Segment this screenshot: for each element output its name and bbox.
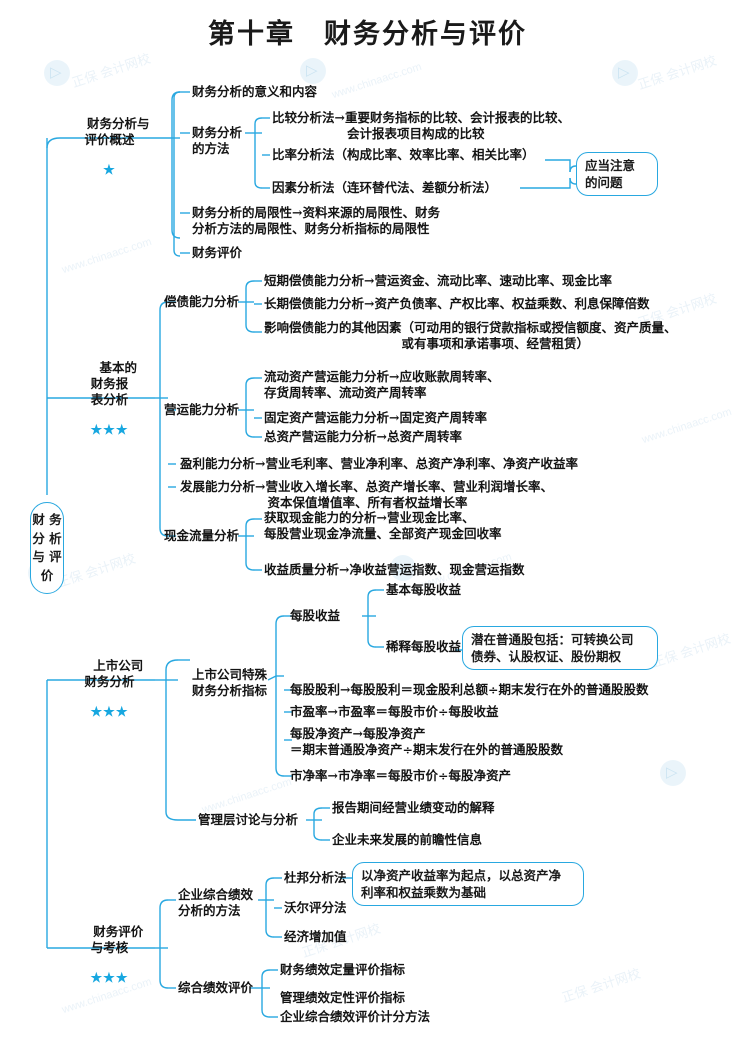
node-comparative-method: 比较分析法→重要财务指标的比较、会计报表的比较、 会计报表项目构成的比较 bbox=[272, 110, 570, 141]
node-listed-indicators-label: 上市公司特殊 财务分析指标 bbox=[192, 667, 268, 698]
node-development-capacity: 发展能力分析→营业收入增长率、总资产增长率、营业利润增长率、 资本保值增值率、所… bbox=[180, 479, 553, 510]
node-performance-methods-label: 企业综合绩效 分析的方法 bbox=[178, 887, 254, 918]
node-dividend-per-share: 每股股利→每股股利＝现金股利总额÷期末发行在外的普通股股数 bbox=[290, 682, 649, 697]
node-eps-label: 每股收益 bbox=[290, 608, 341, 623]
branch-label-evaluation: 财务评价 与考核 ★★★ bbox=[62, 908, 157, 1017]
branch-basic-text: 基本的 财务报 表分析 bbox=[90, 360, 137, 407]
node-profitability: 盈利能力分析→营业毛利率、营业净利率、总资产净利率、净资产收益率 bbox=[180, 456, 578, 471]
root-node: 财 务 分 析 与 评 价 bbox=[30, 502, 64, 594]
branch-evaluation-stars: ★★★ bbox=[90, 971, 129, 986]
watermark-text: 正保 会计网校 bbox=[54, 550, 138, 591]
node-ratio-method: 比率分析法（构成比率、效率比率、相关比率） bbox=[272, 147, 535, 162]
branch-label-basic: 基本的 财务报 表分析 ★★★ bbox=[62, 344, 157, 469]
branch-label-listed: 上市公司 财务分析 ★★★ bbox=[62, 642, 157, 751]
node-other-solvency-factors: 影响偿债能力的其他因素（可动用的银行贷款指标或授信额度、资产质量、 或有事项和承… bbox=[264, 320, 677, 351]
node-wall-scoring: 沃尔评分法 bbox=[284, 900, 347, 915]
node-fixed-asset-operating: 固定资产营运能力分析→固定资产周转率 bbox=[264, 410, 487, 425]
node-mda-forward-looking: 企业未来发展的前瞻性信息 bbox=[332, 832, 483, 847]
watermark-text: 正保 会计网校 bbox=[69, 50, 153, 91]
watermark-logo bbox=[660, 760, 686, 786]
node-current-asset-operating: 流动资产营运能力分析→应收账款周转率、 存货周转率、流动资产周转率 bbox=[264, 369, 500, 400]
note-box-dupont: 以净资产收益率为起点，以总资产净 利率和权益乘数为基础 bbox=[352, 862, 584, 906]
node-scoring-method: 企业综合绩效评价计分方法 bbox=[280, 1009, 431, 1024]
watermark-logo bbox=[300, 58, 326, 84]
watermark-logo bbox=[44, 60, 70, 86]
node-dupont-method: 杜邦分析法 bbox=[284, 870, 347, 885]
node-economic-value-added: 经济增加值 bbox=[284, 929, 347, 944]
watermark-text: 正保 会计网校 bbox=[649, 630, 733, 671]
node-factor-method: 因素分析法（连环替代法、差额分析法） bbox=[272, 180, 498, 195]
node-limitations: 财务分析的局限性→资料来源的局限性、财务 分析方法的局限性、财务分析指标的局限性 bbox=[192, 205, 440, 236]
branch-basic-stars: ★★★ bbox=[90, 423, 129, 438]
node-operating-label: 营运能力分析 bbox=[164, 402, 240, 417]
node-pb-ratio: 市净率→市净率＝每股市价÷每股净资产 bbox=[290, 768, 511, 783]
watermark-text: www.chinaacc.com bbox=[60, 235, 154, 277]
node-meaning-content: 财务分析的意义和内容 bbox=[192, 84, 318, 99]
watermark-text: 正保 会计网校 bbox=[559, 965, 643, 1006]
node-comprehensive-eval-label: 综合绩效评价 bbox=[178, 980, 254, 995]
watermark-text: 正保 会计网校 bbox=[635, 52, 719, 93]
node-cash-acquisition: 获取现金能力的分析→营业现金比率、 每股营业现金净流量、全部资产现金回收率 bbox=[264, 510, 502, 541]
node-basic-eps: 基本每股收益 bbox=[386, 582, 462, 597]
node-short-term-solvency: 短期偿债能力分析→营运资金、流动比率、速动比率、现金比率 bbox=[264, 273, 612, 288]
node-long-term-solvency: 长期偿债能力分析→资产负债率、产权比率、权益乘数、利息保障倍数 bbox=[264, 296, 650, 311]
node-mgmt-qual-indicators: 管理绩效定性评价指标 bbox=[280, 990, 406, 1005]
node-solvency-label: 偿债能力分析 bbox=[164, 294, 240, 309]
node-mda-label: 管理层讨论与分析 bbox=[198, 812, 299, 827]
watermark-text: www.chinaacc.com bbox=[640, 405, 734, 447]
root-node-label: 财 务 分 析 与 评 价 bbox=[32, 512, 62, 583]
branch-label-overview: 财务分析与 评价概述 ★ bbox=[62, 100, 157, 209]
node-cashflow-label: 现金流量分析 bbox=[164, 528, 240, 543]
node-diluted-eps: 稀释每股收益 bbox=[386, 639, 462, 654]
branch-evaluation-text: 财务评价 与考核 bbox=[90, 924, 144, 955]
note-box-attention: 应当注意 的问题 bbox=[576, 152, 658, 196]
branch-listed-text: 上市公司 财务分析 bbox=[84, 658, 144, 689]
node-mda-performance-explain: 报告期间经营业绩变动的解释 bbox=[332, 800, 495, 815]
node-methods-label: 财务分析 的方法 bbox=[192, 125, 243, 156]
watermark-text: www.chinaacc.com bbox=[200, 775, 294, 817]
node-earnings-quality: 收益质量分析→净收益营运指数、现金营运指数 bbox=[264, 562, 525, 577]
node-financial-evaluation: 财务评价 bbox=[192, 245, 243, 260]
watermark-logo bbox=[612, 60, 638, 86]
node-pe-ratio: 市盈率→市盈率＝每股市价÷每股收益 bbox=[290, 704, 499, 719]
note-box-potential-shares: 潜在普通股包括：可转换公司 债券、认股权证、股份期权 bbox=[462, 626, 658, 670]
page-title: 第十章 财务分析与评价 bbox=[208, 19, 527, 50]
node-total-asset-operating: 总资产营运能力分析→总资产周转率 bbox=[264, 429, 462, 444]
branch-overview-text: 财务分析与 评价概述 bbox=[84, 116, 150, 147]
branch-overview-stars: ★ bbox=[103, 163, 116, 178]
node-financial-quant-indicators: 财务绩效定量评价指标 bbox=[280, 962, 406, 977]
watermark-text: www.chinaacc.com bbox=[330, 60, 424, 102]
branch-listed-stars: ★★★ bbox=[90, 705, 129, 720]
node-book-value-per-share: 每股净资产→每股净资产 ＝期末普通股净资产÷期末发行在外的普通股股数 bbox=[290, 726, 563, 757]
